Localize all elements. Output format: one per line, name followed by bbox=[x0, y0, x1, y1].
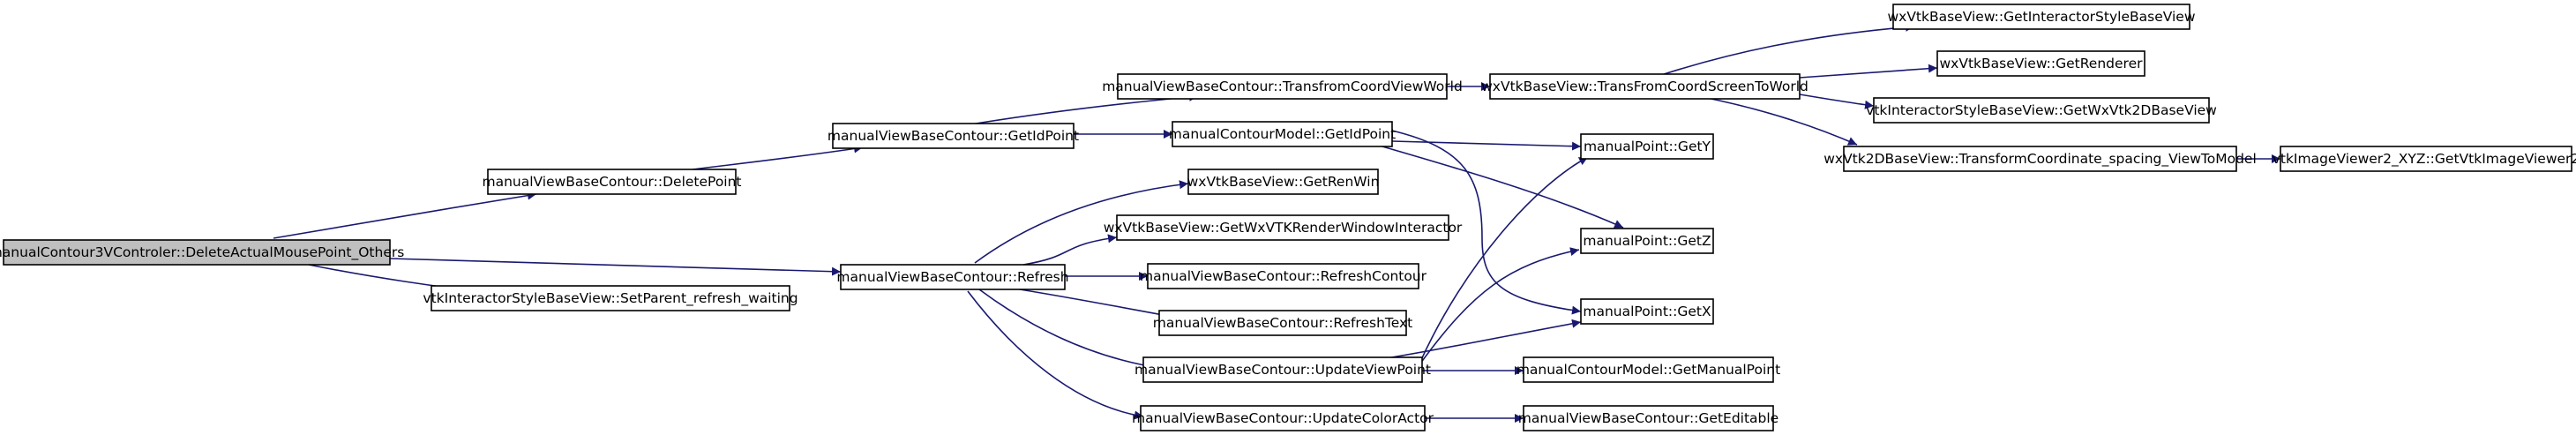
node-deletepoint[interactable]: manualViewBaseContour::DeletePoint bbox=[482, 169, 742, 195]
node-updateviewpoint[interactable]: manualViewBaseContour::UpdateViewPoint bbox=[1134, 356, 1431, 383]
node-transfromcoordscreentoworld[interactable]: wxVtkBaseView::TransFromCoordScreenToWor… bbox=[1481, 73, 1808, 100]
edge-refresh-to-updateviewpoint bbox=[978, 289, 1166, 372]
node-label: manualViewBaseContour::UpdateViewPoint bbox=[1134, 362, 1431, 378]
node-transfromcoordviewworld[interactable]: manualViewBaseContour::TransfromCoordVie… bbox=[1102, 73, 1463, 100]
edge-root-to-refresh bbox=[389, 258, 842, 276]
node-transformcoordinate-spacing-viewtomodel[interactable]: wxVtk2DBaseView::TransformCoordinate_spa… bbox=[1823, 146, 2257, 172]
node-getmanualpoint[interactable]: manualContourModel::GetManualPoint bbox=[1516, 356, 1780, 383]
node-label: wxVtkBaseView::GetRenWin bbox=[1187, 174, 1380, 190]
edge-updateviewpoint-to-gety bbox=[1419, 156, 1589, 363]
node-label: vtkInteractorStyleBaseView::SetParent_re… bbox=[423, 290, 798, 307]
edges bbox=[273, 22, 2280, 423]
node-geteditable[interactable]: manualViewBaseContour::GetEditable bbox=[1518, 405, 1778, 431]
node-getrenwin[interactable]: wxVtkBaseView::GetRenWin bbox=[1187, 169, 1380, 195]
node-label: vtkImageViewer2_XYZ::GetVtkImageViewer2 bbox=[2273, 151, 2576, 168]
node-deleteactualmousepoint-others[interactable]: manualContour3VControler::DeleteActualMo… bbox=[0, 239, 404, 266]
node-manualpoint-getz[interactable]: manualPoint::GetZ bbox=[1580, 228, 1714, 254]
node-label: manualContourModel::GetManualPoint bbox=[1516, 362, 1780, 378]
edge-transfromscreen-to-transformcoordinate bbox=[1702, 96, 1858, 146]
edge-refresh-to-getwxvtkrenderwindow bbox=[1022, 234, 1118, 266]
node-manualpoint-getx[interactable]: manualPoint::GetX bbox=[1580, 298, 1714, 325]
node-label: manualContour3VControler::DeleteActualMo… bbox=[0, 244, 404, 261]
node-refresh[interactable]: manualViewBaseContour::Refresh bbox=[836, 264, 1069, 290]
node-label: manualViewBaseContour::TransfromCoordVie… bbox=[1102, 79, 1463, 94]
edge-transfromscreen-to-getrenderer bbox=[1799, 64, 1938, 79]
node-label: wxVtk2DBaseView::TransformCoordinate_spa… bbox=[1823, 151, 2257, 168]
node-updatecoloractor[interactable]: manualViewBaseContour::UpdateColorActor bbox=[1132, 405, 1434, 431]
node-getvtkimageviewer2[interactable]: vtkImageViewer2_XYZ::GetVtkImageViewer2 bbox=[2273, 146, 2576, 172]
node-setparent-refresh-waiting[interactable]: vtkInteractorStyleBaseView::SetParent_re… bbox=[423, 285, 798, 311]
node-model-getidpoint[interactable]: manualContourModel::GetIdPoint bbox=[1169, 121, 1396, 147]
node-getinteractorstylebaseview[interactable]: wxVtkBaseView::GetInteractorStyleBaseVie… bbox=[1887, 4, 2196, 30]
node-getwxvtk2dbaseview[interactable]: vtkInteractorStyleBaseView::GetWxVtk2DBa… bbox=[1866, 97, 2217, 124]
node-getrenderer[interactable]: wxVtkBaseView::GetRenderer bbox=[1936, 50, 2145, 77]
node-refreshtext[interactable]: manualViewBaseContour::RefreshText bbox=[1153, 310, 1413, 336]
edge-refresh-to-getrenwin bbox=[974, 180, 1189, 264]
node-label: manualContourModel::GetIdPoint bbox=[1169, 126, 1396, 142]
edge-transfromscreen-to-getwxvtk2d bbox=[1799, 94, 1875, 109]
node-label: manualViewBaseContour::GetEditable bbox=[1518, 410, 1778, 426]
edge-root-to-deletepoint bbox=[273, 191, 537, 239]
node-label: manualPoint::GetZ bbox=[1583, 233, 1711, 249]
edge-refresh-to-updatecoloractor bbox=[967, 290, 1144, 420]
node-manualpoint-gety[interactable]: manualPoint::GetY bbox=[1580, 133, 1714, 160]
node-label: wxVtkBaseView::GetInteractorStyleBaseVie… bbox=[1887, 9, 2195, 25]
edge-getidpoint-to-transfromcoord bbox=[970, 92, 1199, 125]
edge-updateviewpoint-to-getx bbox=[1375, 319, 1582, 361]
node-label: vtkInteractorStyleBaseView::GetWxVtk2DBa… bbox=[1866, 102, 2217, 118]
edge-modelgetidpoint-to-getx bbox=[1391, 130, 1582, 315]
edge-updateviewpoint-to-getz bbox=[1419, 247, 1580, 364]
node-label: wxVtkBaseView::TransFromCoordScreenToWor… bbox=[1481, 79, 1808, 94]
node-label: manualViewBaseContour::RefreshText bbox=[1153, 315, 1413, 331]
node-label: manualViewBaseContour::RefreshContour bbox=[1140, 268, 1427, 284]
edge-modelgetidpoint-to-getz bbox=[1375, 144, 1624, 229]
edge-transfromscreen-to-getinteractorstyle bbox=[1658, 22, 1915, 77]
node-label: wxVtkBaseView::GetRenderer bbox=[1939, 56, 2143, 71]
node-label: manualViewBaseContour::UpdateColorActor bbox=[1132, 410, 1434, 426]
node-label: manualPoint::GetY bbox=[1584, 139, 1711, 154]
node-label: manualViewBaseContour::DeletePoint bbox=[482, 174, 741, 190]
nodes: manualContour3VControler::DeleteActualMo… bbox=[0, 4, 2576, 431]
node-label: wxVtkBaseView::GetWxVTKRenderWindowInter… bbox=[1104, 220, 1463, 236]
node-label: manualViewBaseContour::GetIdPoint bbox=[827, 128, 1079, 144]
node-label: manualViewBaseContour::Refresh bbox=[836, 269, 1068, 285]
edge-deletepoint-to-getidpoint bbox=[692, 144, 864, 170]
edge-modelgetidpoint-to-gety bbox=[1391, 140, 1582, 151]
node-refreshcontour[interactable]: manualViewBaseContour::RefreshContour bbox=[1140, 263, 1427, 289]
node-label: manualPoint::GetX bbox=[1583, 304, 1711, 319]
node-getwxvtkrenderwindowinteractor[interactable]: wxVtkBaseView::GetWxVTKRenderWindowInter… bbox=[1104, 214, 1463, 241]
node-getidpoint[interactable]: manualViewBaseContour::GetIdPoint bbox=[827, 123, 1079, 149]
